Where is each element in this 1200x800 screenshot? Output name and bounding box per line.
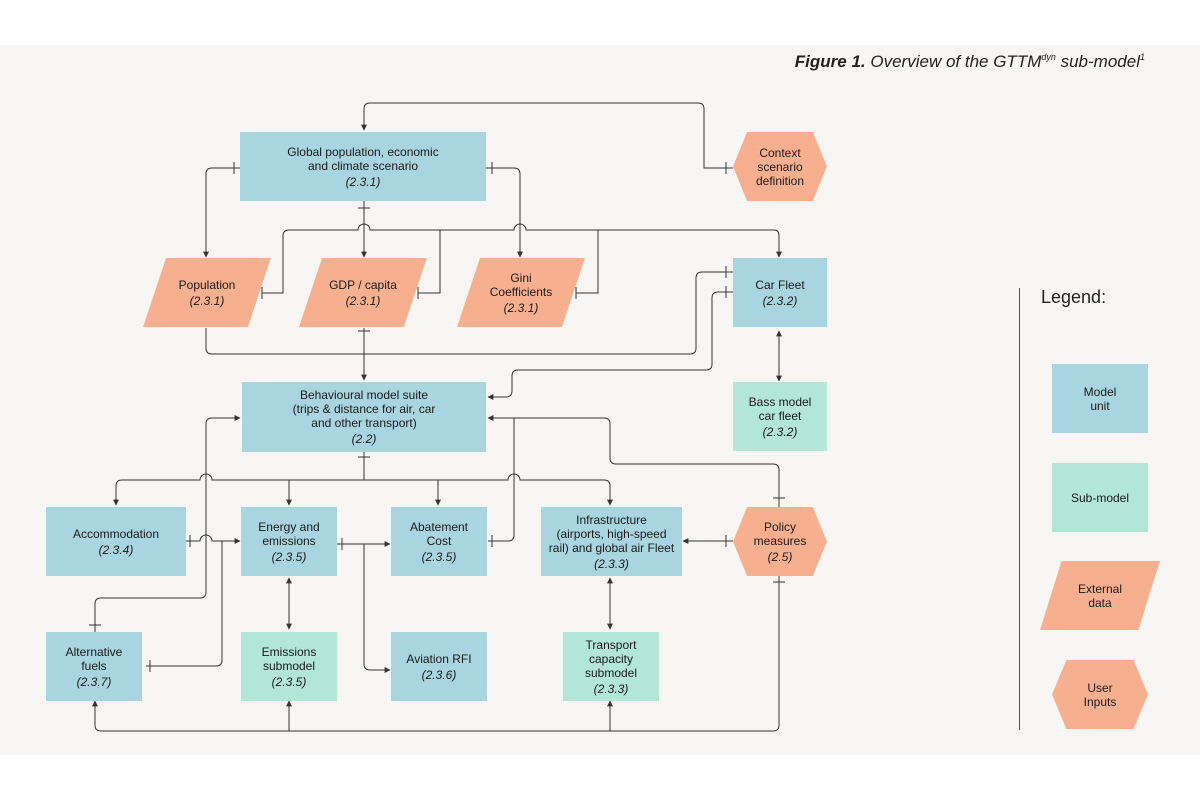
legend-label: Model unit: [1083, 384, 1117, 413]
node-aviation-rfi: Aviation RFI(2.3.6): [391, 632, 487, 701]
node-label: Infrastructure (airports, high-speed rai…: [548, 512, 675, 555]
node-ref: (2.3.1): [345, 174, 381, 189]
edge-scenario-to-population: [203, 167, 240, 258]
node-infrastructure: Infrastructure (airports, high-speed rai…: [541, 507, 682, 576]
node-car-fleet: Car Fleet(2.3.2): [733, 258, 827, 327]
node-label: Energy and emissions: [258, 519, 320, 548]
node-label: Gini Coefficients: [489, 270, 553, 299]
figure-title: Figure 1. Overview of the GTTMdyn sub-mo…: [795, 52, 1145, 72]
legend-sub-model: Sub-model: [1052, 463, 1148, 532]
node-energy-and-emissions: Energy and emissions(2.3.5): [241, 507, 337, 576]
node-abatement-cost: Abatement Cost(2.3.5): [391, 507, 487, 576]
node-ref: (2.2): [351, 432, 377, 446]
node-ref: (2.3.3): [594, 556, 629, 571]
node-label: Bass model car fleet: [748, 394, 812, 423]
node-ref: (2.3.5): [271, 549, 307, 564]
node-label: Policy measures: [753, 519, 807, 548]
legend-model-unit: Model unit: [1052, 364, 1148, 433]
node-ref: (2.3.1): [503, 300, 539, 315]
legend-label: Sub-model: [1070, 490, 1130, 505]
legend-label: External data: [1077, 581, 1123, 610]
node-label: Population: [178, 277, 236, 292]
node-policy-measures: Policy measures(2.5): [733, 507, 827, 576]
figure-caption-post: sub-model: [1055, 52, 1140, 71]
node-global-scenario: Global population, economic and climate …: [240, 132, 486, 201]
node-accommodation: Accommodation(2.3.4): [46, 507, 186, 576]
edge-energy-to-rfi: [363, 544, 391, 673]
edge-abatement-to-behavioural: [488, 418, 515, 542]
node-ref: (2.3.5): [421, 549, 457, 564]
node-ref: (2.3.7): [76, 674, 112, 689]
legend-external-data: External data: [1040, 561, 1160, 630]
node-bass-model-car-fleet: Bass model car fleet(2.3.2): [733, 382, 827, 451]
legend-divider: [1019, 288, 1020, 730]
node-label: Emissions submodel: [261, 644, 317, 673]
node-label: Accommodation: [72, 526, 160, 541]
node-label: Abatement Cost: [409, 519, 469, 548]
node-behavioural-model-suite: Behavioural model suite (trips & distanc…: [242, 382, 486, 452]
node-ref: (2.3.2): [762, 424, 798, 439]
figure-label: Figure 1.: [794, 52, 866, 71]
node-label: Global population, economic and climate …: [287, 144, 439, 173]
legend-label: User Inputs: [1083, 680, 1117, 709]
node-context-scenario: Context scenario definition: [733, 132, 827, 201]
edge-gdp-feedback: [418, 230, 441, 294]
node-gdp-capita: GDP / capita(2.3.1): [299, 258, 427, 327]
node-population: Population(2.3.1): [143, 258, 271, 327]
node-label: Alternative fuels: [65, 644, 123, 673]
node-emissions-submodel: Emissions submodel(2.3.5): [241, 632, 337, 701]
node-label: GDP / capita: [329, 277, 397, 292]
edge-scenario-to-gini: [486, 167, 523, 258]
node-ref: (2.5): [767, 549, 793, 564]
node-ref: (2.3.5): [271, 674, 307, 689]
edge-policy-to-behavioural: [487, 415, 780, 508]
edge-population-feedback: [262, 229, 290, 294]
legend-title: Legend:: [1041, 287, 1107, 307]
node-ref: (2.3.1): [189, 293, 225, 308]
edge-context-to-scenario: [361, 102, 733, 169]
edge-behavioural-bus: [122, 473, 613, 506]
figure-caption-pre: Overview of the GTTM: [865, 52, 1042, 71]
legend-user-inputs: User Inputs: [1052, 660, 1148, 729]
edge-population-car-fleet: [205, 271, 733, 355]
edge-altfuels-to-behavioural: [94, 415, 241, 632]
node-label: Transport capacity submodel: [584, 637, 638, 680]
node-label: Aviation RFI: [406, 651, 472, 666]
footnote-mark: 1: [1139, 52, 1145, 62]
edge-car-fleet-to-behavioural: [487, 291, 733, 400]
node-label: Behavioural model suite (trips & distanc…: [292, 388, 436, 430]
node-label: Context scenario definition: [755, 145, 805, 188]
node-gini-coefficients: Gini Coefficients(2.3.1): [457, 258, 585, 327]
node-label: Car Fleet: [755, 277, 805, 292]
node-alternative-fuels: Alternative fuels(2.3.7): [46, 632, 142, 701]
figure-caption-superscript: dyn: [1041, 52, 1056, 62]
node-ref: (2.3.6): [421, 667, 457, 682]
edge-gini-feedback: [576, 230, 599, 294]
node-ref: (2.3.2): [762, 293, 798, 308]
node-ref: (2.3.1): [345, 293, 381, 308]
node-transport-capacity-submodel: Transport capacity submodel(2.3.3): [563, 632, 659, 701]
node-ref: (2.3.4): [98, 542, 134, 557]
edge-accommodation-to-energy: [186, 534, 241, 544]
node-ref: (2.3.3): [593, 681, 629, 696]
edge-policy-bottom-bus: [92, 576, 780, 732]
edge-altfuels-to-energy: [146, 541, 223, 667]
